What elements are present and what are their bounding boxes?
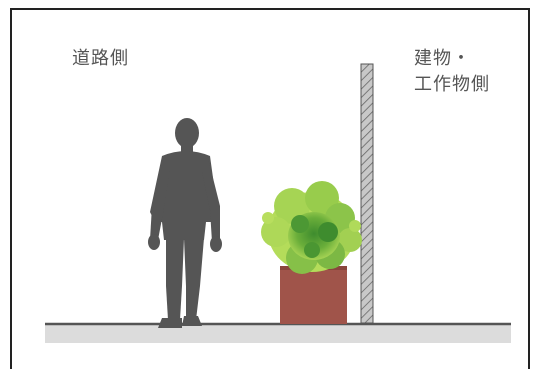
building-side-label-line2: 工作物側 bbox=[414, 74, 490, 95]
building-wall bbox=[360, 63, 374, 324]
ground bbox=[45, 322, 511, 343]
planter-box bbox=[280, 266, 347, 324]
building-side-label-line1: 建物・ bbox=[414, 48, 471, 69]
road-side-label: 道路側 bbox=[72, 48, 129, 69]
diagram-frame bbox=[10, 8, 530, 369]
building-side-label: 建物・ 工作物側 bbox=[414, 46, 490, 98]
plant-foliage bbox=[261, 181, 362, 274]
person-silhouette bbox=[148, 118, 222, 328]
